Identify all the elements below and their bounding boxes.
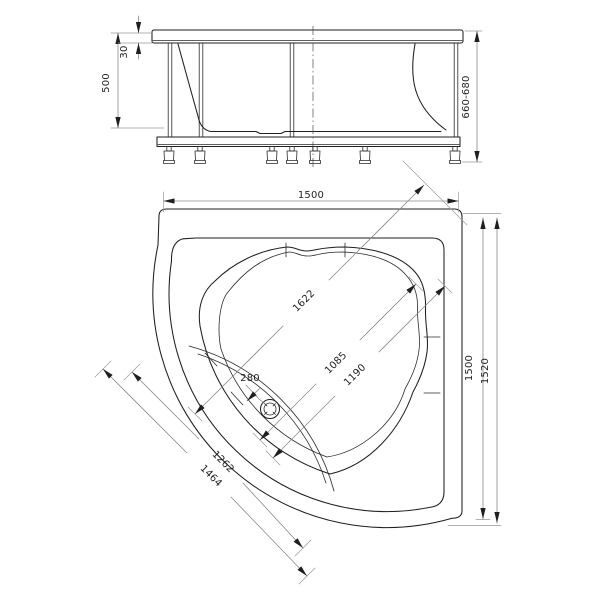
elevation-dimensions: 500 30 660-680 xyxy=(101,15,483,163)
foot xyxy=(163,146,175,164)
dim-label-height-total: 1520 xyxy=(480,358,491,384)
dim-label-total-height: 660-680 xyxy=(461,75,472,118)
plan-dimensions: 1500 1500 1520 1622 1085 xyxy=(94,160,502,585)
drain-icon xyxy=(259,398,281,420)
adjustable-feet xyxy=(163,146,461,164)
dim-label-drain-offset: 280 xyxy=(240,373,260,384)
dim-label-width: 1500 xyxy=(298,190,324,201)
foot xyxy=(449,146,461,164)
dim-label-rim-height: 30 xyxy=(119,45,130,58)
dim-label-diag-rim: 1190 xyxy=(342,362,368,388)
seat-step-arc xyxy=(188,345,335,492)
front-elevation-view: 500 30 660-680 xyxy=(101,15,483,170)
tub-interior-profile xyxy=(177,43,447,135)
tub-rim-profile xyxy=(151,29,464,44)
dim-label-diag-basin: 1085 xyxy=(323,350,349,376)
foot xyxy=(359,146,371,164)
dim-label-height: 1500 xyxy=(464,355,475,381)
foot xyxy=(286,146,298,164)
foot xyxy=(194,146,206,164)
dim-label-depth: 500 xyxy=(101,73,112,93)
foot xyxy=(266,146,278,164)
basin-floor-line xyxy=(218,251,420,458)
dim-label-diag-total: 1622 xyxy=(291,288,317,314)
tub-rim-band xyxy=(168,237,445,513)
rim-segment-ticks xyxy=(204,242,441,406)
tub-outer-outline xyxy=(152,208,463,529)
plan-view: 1500 1500 1520 1622 1085 xyxy=(94,160,502,585)
base-frame-rail xyxy=(156,136,461,148)
foot xyxy=(309,146,321,164)
frame-uprights xyxy=(167,42,459,138)
basin-edge xyxy=(198,246,429,475)
